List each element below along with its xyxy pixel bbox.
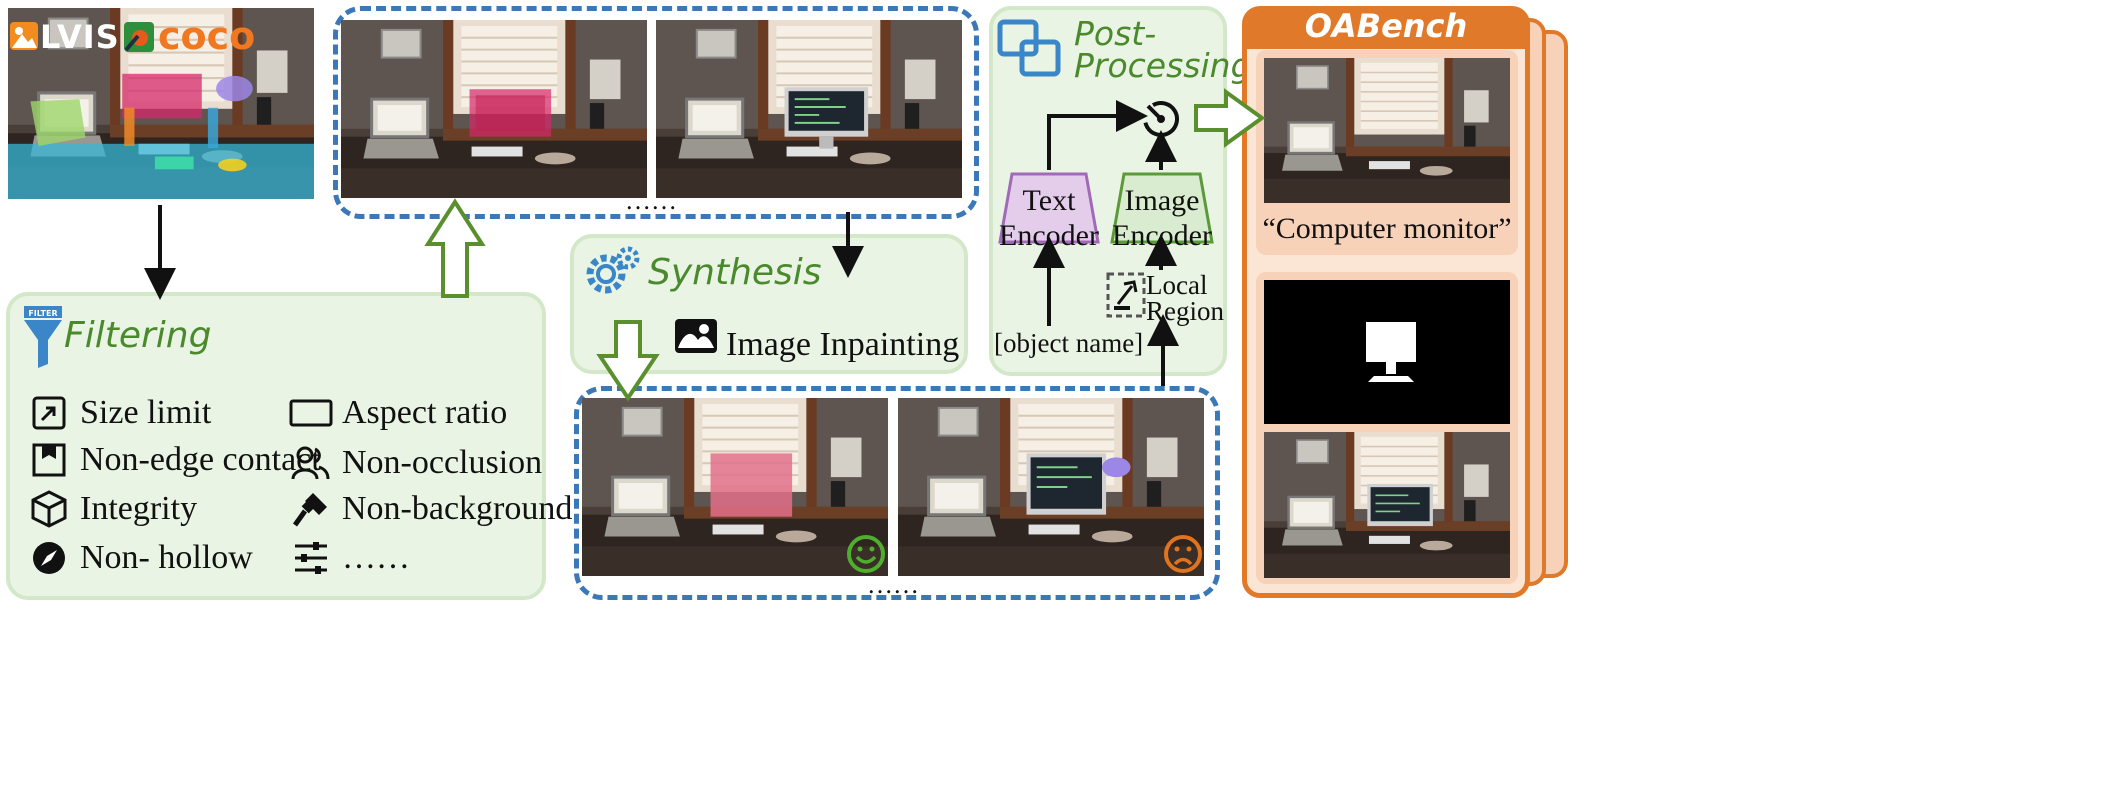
coco-label: coco — [158, 14, 256, 58]
size-limit-icon — [24, 390, 74, 436]
post-processing-icon — [996, 18, 1066, 80]
bottom-ellipsis: …… — [867, 570, 919, 599]
filter-label: …… — [342, 539, 410, 576]
top-images-group — [333, 6, 979, 219]
sliders-icon — [286, 535, 336, 581]
filter-label: Aspect ratio — [342, 394, 508, 431]
synthesis-gear-icon — [584, 246, 642, 296]
svg-text:FILTER: FILTER — [28, 309, 57, 318]
filter-label: Non-occlusion — [342, 444, 543, 481]
oabench-background-image — [1264, 58, 1510, 203]
image-encoder-label-1: Image — [1124, 184, 1200, 217]
non-background-icon — [286, 486, 336, 532]
non-edge-contact-icon — [24, 437, 74, 483]
oabench-caption: “Computer monitor” — [1262, 212, 1512, 245]
filter-label: Non-edge contact — [80, 441, 321, 478]
text-encoder: Text Encoder — [998, 172, 1100, 252]
filter-aspect-ratio: Aspect ratio — [286, 390, 507, 436]
local-region-label-1: Local — [1146, 270, 1208, 300]
local-region-label-2: Region — [1146, 296, 1224, 326]
synthesized-images-group — [574, 386, 1220, 600]
oabench-mask-image — [1264, 280, 1510, 424]
similarity-score-icon — [1140, 98, 1182, 140]
oabench-target-image — [1264, 432, 1510, 578]
lvis-label: LVIS — [40, 18, 120, 56]
filter-label: Non- hollow — [80, 539, 253, 576]
filter-label: Non-background — [342, 490, 573, 527]
filtering-panel — [6, 292, 546, 600]
text-encoder-label-1: Text — [1022, 184, 1076, 217]
image-encoder-label-2: Encoder — [1112, 218, 1212, 252]
filter-label: Size limit — [80, 394, 212, 431]
filter-integrity: Integrity — [24, 486, 197, 532]
image-encoder: Image Encoder — [1110, 172, 1214, 252]
filter-non-background: Non-background — [286, 486, 572, 532]
coco-logo-icon — [124, 22, 154, 52]
oabench-header — [1247, 11, 1525, 49]
masked-source-image — [341, 20, 647, 198]
filter-size-limit: Size limit — [24, 390, 211, 436]
non-occlusion-icon — [286, 440, 336, 486]
post-processing-title-line2: Processing — [1074, 46, 1252, 85]
integrity-icon — [24, 486, 74, 532]
filter-more: …… — [286, 535, 410, 581]
image-inpainting-label: Image Inpainting — [726, 326, 960, 363]
sad-face-icon — [1163, 534, 1203, 574]
synthesized-image-bad — [898, 398, 1204, 576]
filter-non-hollow: Non- hollow — [24, 535, 253, 581]
filter-non-edge-contact: Non-edge contact — [24, 437, 321, 483]
smiley-icon — [846, 534, 886, 574]
top-ellipsis: …… — [625, 186, 677, 215]
non-hollow-icon — [24, 535, 74, 581]
oabench-title: OABench — [1304, 7, 1468, 45]
original-monitor-image — [656, 20, 962, 198]
source-image — [8, 8, 314, 199]
text-encoder-label-2: Encoder — [999, 218, 1099, 252]
filtering-title: Filtering — [64, 315, 212, 356]
post-processing-title-line1: Post- — [1074, 14, 1157, 53]
aspect-ratio-icon — [286, 390, 336, 436]
filter-label: Integrity — [80, 490, 198, 527]
filter-non-occlusion: Non-occlusion — [286, 440, 542, 486]
synthesis-title: Synthesis — [648, 252, 822, 293]
filter-funnel-icon: FILTER — [24, 306, 62, 368]
lvis-logo-icon — [10, 22, 38, 50]
local-region-icon — [1106, 272, 1146, 318]
object-name-label: [object name] — [994, 328, 1144, 358]
synthesized-image-good — [582, 398, 888, 576]
image-inpainting-icon — [674, 318, 718, 354]
